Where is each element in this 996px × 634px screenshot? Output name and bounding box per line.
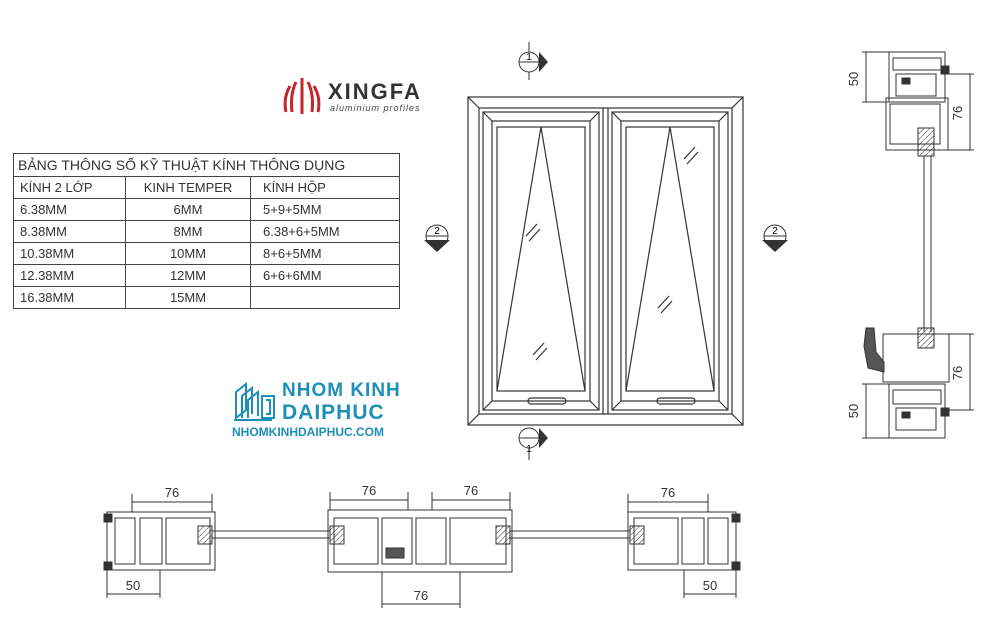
- table-row: 12.38MM 12MM 6+6+6MM: [13, 264, 400, 287]
- daiphuc-brand: NHOM KINH DAIPHUC NHOMKINHDAIPHUC.COM: [232, 380, 432, 440]
- table-row: 10.38MM 10MM 8+6+5MM: [13, 242, 400, 265]
- dim-right-bottom-height: 50: [846, 404, 861, 418]
- brand-name-line2: DAIPHUC: [282, 401, 385, 424]
- table-cell: 15MM: [125, 286, 251, 309]
- section-marker-left-label: 2: [434, 226, 440, 237]
- table-cell: 6MM: [125, 198, 251, 221]
- section-marker-top: 1: [518, 42, 548, 80]
- dim-bottom-mid-top-left: 76: [362, 483, 376, 498]
- dim-right-top-height: 50: [846, 72, 861, 86]
- dim-bottom-right-top: 76: [661, 485, 675, 500]
- table-row: 16.38MM 15MM: [13, 286, 400, 309]
- table-cell: 6.38+6+5MM: [250, 220, 400, 243]
- xingfa-logo: XINGFA aluminium profiles: [280, 74, 440, 118]
- table-cell: 16.38MM: [13, 286, 126, 309]
- xingfa-logo-mark-icon: [283, 78, 321, 114]
- table-cell: 8+6+5MM: [250, 242, 400, 265]
- dim-bottom-left-top: 76: [165, 485, 179, 500]
- section-marker-left: 2: [424, 224, 450, 252]
- section-marker-right-label: 2: [772, 226, 778, 237]
- section-marker-right: 2: [762, 224, 788, 252]
- brand-name-line1: NHOM KINH: [282, 380, 401, 401]
- dim-bottom-mid-bottom: 76: [414, 588, 428, 603]
- section-marker-top-label: 1: [526, 52, 532, 63]
- table-cell: [250, 286, 400, 309]
- daiphuc-logo-mark-icon: [234, 382, 275, 421]
- column-header: KÍNH 2 LỚP: [13, 176, 126, 199]
- horizontal-section-drawing: [103, 492, 741, 608]
- table-row: 8.38MM 8MM 6.38+6+5MM: [13, 220, 400, 243]
- dim-right-top-width: 76: [950, 106, 965, 120]
- brand-website: NHOMKINHDAIPHUC.COM: [232, 425, 384, 439]
- xingfa-logo-sub: aluminium profiles: [330, 103, 421, 113]
- column-header: KINH TEMPER: [125, 176, 251, 199]
- dim-bottom-right-bottom: 50: [703, 578, 717, 593]
- glass-spec-table: BẢNG THÔNG SỐ KỸ THUẬT KÍNH THÔNG DỤNG K…: [13, 153, 400, 309]
- dim-bottom-mid-top-right: 76: [464, 483, 478, 498]
- table-title: BẢNG THÔNG SỐ KỸ THUẬT KÍNH THÔNG DỤNG: [13, 153, 400, 177]
- section-marker-bottom: 1: [518, 427, 548, 460]
- table-cell: 6+6+6MM: [250, 264, 400, 287]
- xingfa-logo-word: XINGFA: [328, 79, 422, 104]
- vertical-section-drawing: [862, 51, 974, 439]
- table-title-row: BẢNG THÔNG SỐ KỸ THUẬT KÍNH THÔNG DỤNG: [13, 153, 400, 177]
- dim-bottom-left-bottom: 50: [126, 578, 140, 593]
- dim-right-bottom-width: 76: [950, 366, 965, 380]
- table-row: 6.38MM 6MM 5+9+5MM: [13, 198, 400, 221]
- section-marker-bottom-label: 1: [526, 444, 532, 455]
- table-cell: 10.38MM: [13, 242, 126, 265]
- window-elevation: [467, 96, 744, 426]
- table-cell: 12MM: [125, 264, 251, 287]
- table-cell: 5+9+5MM: [250, 198, 400, 221]
